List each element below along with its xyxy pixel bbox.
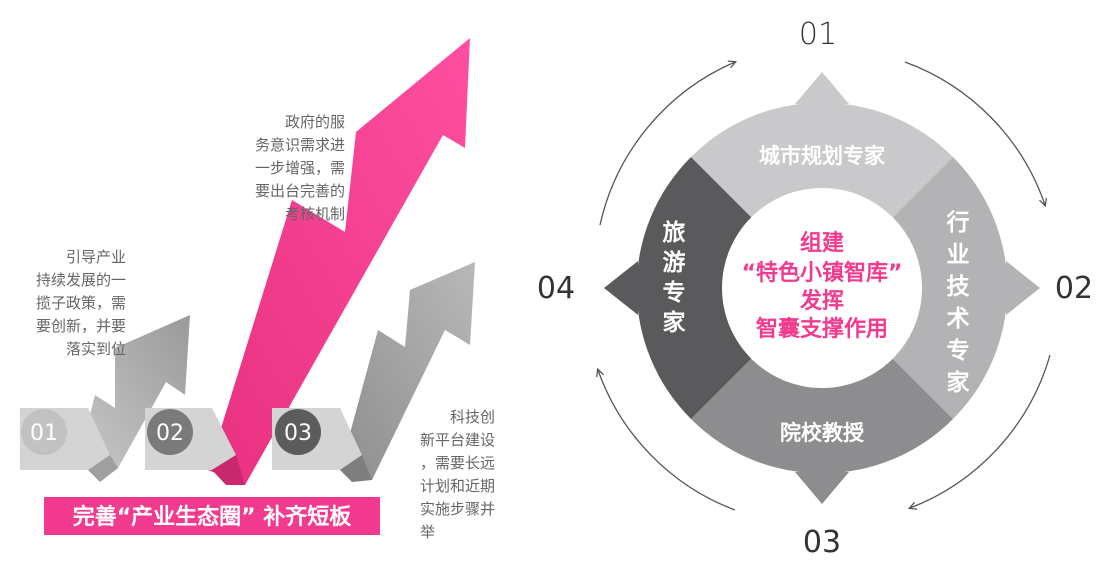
step-03-text: 科技创 新平台建设 ，需要长远 计划和近期 实施步骤并 举 (420, 408, 495, 541)
svg-text:03: 03 (284, 421, 312, 446)
svg-text:01: 01 (30, 421, 58, 446)
svg-text:实施步骤并: 实施步骤并 (420, 500, 495, 518)
step-03-badge: 03 (275, 409, 321, 455)
svg-text:智囊支撑作用: 智囊支撑作用 (756, 316, 888, 342)
svg-text:要出台完善的: 要出台完善的 (255, 182, 345, 200)
svg-text:要创新，并要: 要创新，并要 (36, 317, 126, 335)
svg-text:新平台建设: 新平台建设 (420, 431, 495, 449)
svg-text:考核机制: 考核机制 (285, 205, 345, 223)
svg-text:落实到位: 落实到位 (66, 340, 126, 358)
number-03: 03 (803, 525, 841, 560)
svg-text:举: 举 (420, 523, 435, 541)
svg-text:技: 技 (947, 274, 971, 300)
arrow-03 (340, 262, 475, 480)
cycle-arrow-top-right (904, 61, 1045, 205)
label-right: 行 业 技 术 专 家 (946, 209, 971, 396)
number-02: 02 (1055, 271, 1093, 306)
svg-text:术: 术 (947, 306, 970, 332)
svg-text:一步增强，需: 一步增强，需 (255, 159, 345, 177)
svg-text:政府的服: 政府的服 (285, 113, 345, 131)
step-01-badge: 01 (21, 409, 67, 455)
number-04: 04 (537, 271, 575, 306)
pointer-top (795, 72, 849, 104)
center-circle (722, 188, 922, 388)
number-01: 01 (799, 17, 837, 52)
cycle-arrow-bottom-right (910, 354, 1051, 508)
svg-text:务意识需求进: 务意识需求进 (255, 136, 345, 154)
label-left: 旅 游 专 家 (663, 219, 686, 336)
svg-text:引导产业: 引导产业 (66, 248, 126, 266)
svg-text:组建: 组建 (800, 230, 844, 256)
label-top: 城市规划专家 (759, 144, 886, 168)
pointer-bottom (795, 472, 849, 504)
arrow-01 (80, 315, 190, 468)
svg-text:计划和近期: 计划和近期 (420, 477, 495, 495)
svg-text:发挥: 发挥 (799, 288, 844, 314)
cycle-arrow-bottom-left (598, 370, 736, 511)
pointer-left (604, 261, 638, 315)
svg-text:“特色小镇智库”: “特色小镇智库” (742, 260, 903, 286)
svg-text:持续发展的一: 持续发展的一 (36, 271, 126, 289)
svg-text:业: 业 (947, 242, 970, 268)
svg-text:行: 行 (946, 209, 970, 236)
step-02-text: 政府的服 务意识需求进 一步增强，需 要出台完善的 考核机制 (255, 113, 345, 223)
svg-text:，需要长远: ，需要长远 (420, 454, 495, 472)
growth-arrows-graphic: 01 02 03 (20, 38, 475, 485)
step-01-text: 引导产业 持续发展的一 揽子政策，需 要创新，并要 落实到位 (36, 248, 126, 358)
svg-text:科技创: 科技创 (450, 408, 495, 426)
banner-text: 完善“产业生态圈” 补齐短板 (73, 504, 353, 530)
step-02-badge: 02 (147, 409, 193, 455)
svg-text:揽子政策，需: 揽子政策，需 (36, 294, 126, 312)
arrow-02 (208, 38, 470, 485)
svg-text:02: 02 (156, 421, 184, 446)
banner: 完善“产业生态圈” 补齐短板 (44, 497, 380, 535)
cycle-arrow-top-left (599, 62, 735, 226)
svg-text:专: 专 (947, 337, 970, 364)
pointer-right (1006, 261, 1040, 315)
svg-text:家: 家 (663, 309, 686, 336)
think-tank-cycle: 组建 “特色小镇智库” 发挥 智囊支撑作用 城市规划专家 院校教授 旅 游 专 … (537, 17, 1093, 560)
label-bottom: 院校教授 (780, 421, 865, 445)
center-text: 组建 “特色小镇智库” 发挥 智囊支撑作用 (742, 230, 903, 342)
svg-text:游: 游 (663, 249, 686, 276)
svg-text:家: 家 (947, 369, 970, 396)
svg-text:旅: 旅 (663, 219, 686, 246)
svg-text:专: 专 (663, 279, 686, 306)
